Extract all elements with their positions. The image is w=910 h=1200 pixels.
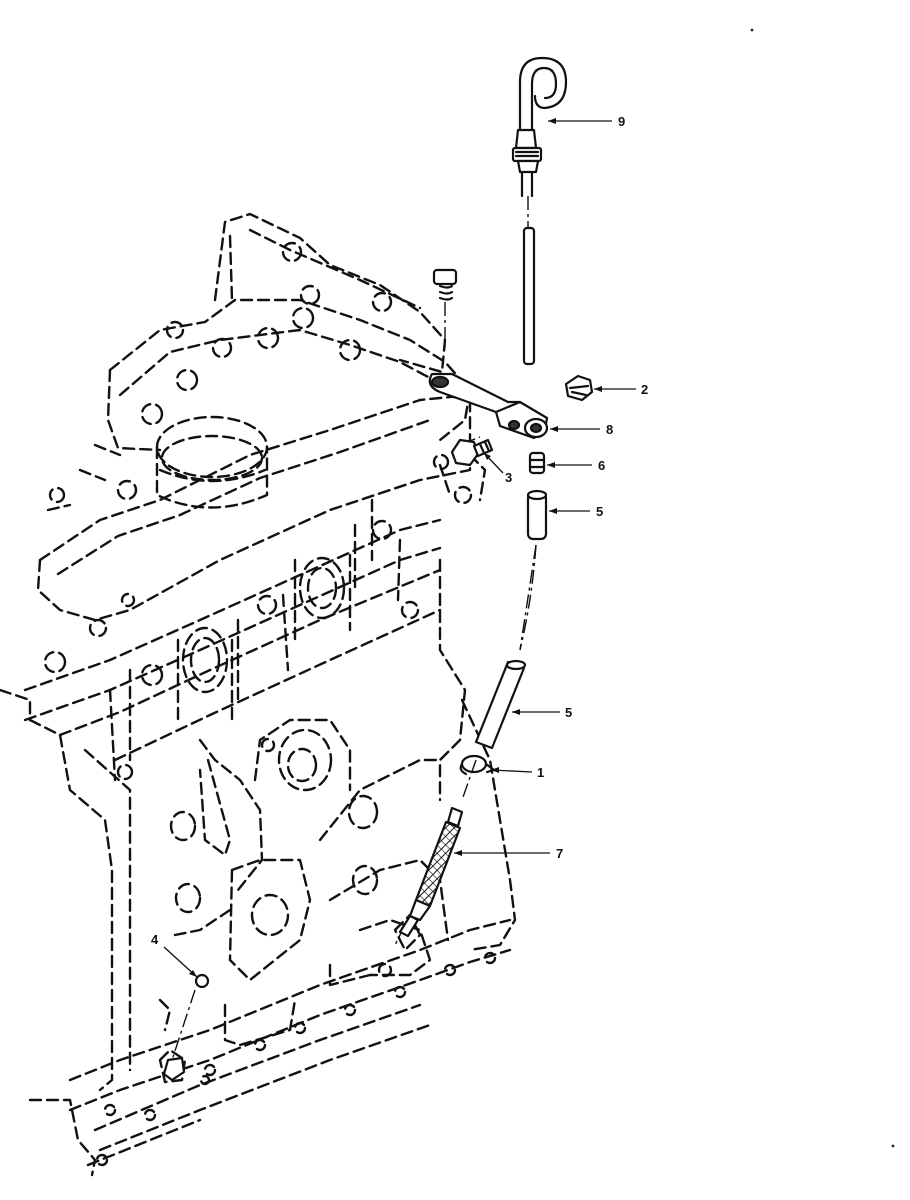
callout-6: 6 <box>598 458 605 473</box>
tube-clamp-part <box>459 754 496 776</box>
nut-part <box>564 374 594 402</box>
callout-1: 1 <box>537 765 544 780</box>
callout-7: 7 <box>556 846 563 861</box>
callout-leaders <box>163 118 636 978</box>
bracket-bolt-part <box>432 268 458 301</box>
sleeve-fitting-part <box>528 451 546 475</box>
callout-5-upper: 5 <box>596 504 603 519</box>
callout-3: 3 <box>505 470 512 485</box>
callout-2: 2 <box>641 382 648 397</box>
scan-specks <box>750 28 895 1148</box>
drain-fitting-part <box>162 973 210 1082</box>
callout-8: 8 <box>606 422 613 437</box>
callout-labels: 9 2 8 3 6 5 5 1 7 4 <box>151 114 648 947</box>
callout-4: 4 <box>151 932 159 947</box>
dipstick-tube-lower-part <box>398 806 464 938</box>
engine-block-outline <box>0 212 517 1177</box>
callout-9: 9 <box>618 114 625 129</box>
tube-lower-part <box>474 659 527 750</box>
capscrew-part <box>450 438 494 467</box>
tube-upper-part <box>526 489 548 541</box>
assembly-centerlines <box>171 196 537 1061</box>
dipstick-bracket-part <box>428 372 549 440</box>
callout-5-lower: 5 <box>565 705 572 720</box>
dipstick-handle-part <box>511 56 568 198</box>
dipstick-blade-part <box>522 226 536 366</box>
